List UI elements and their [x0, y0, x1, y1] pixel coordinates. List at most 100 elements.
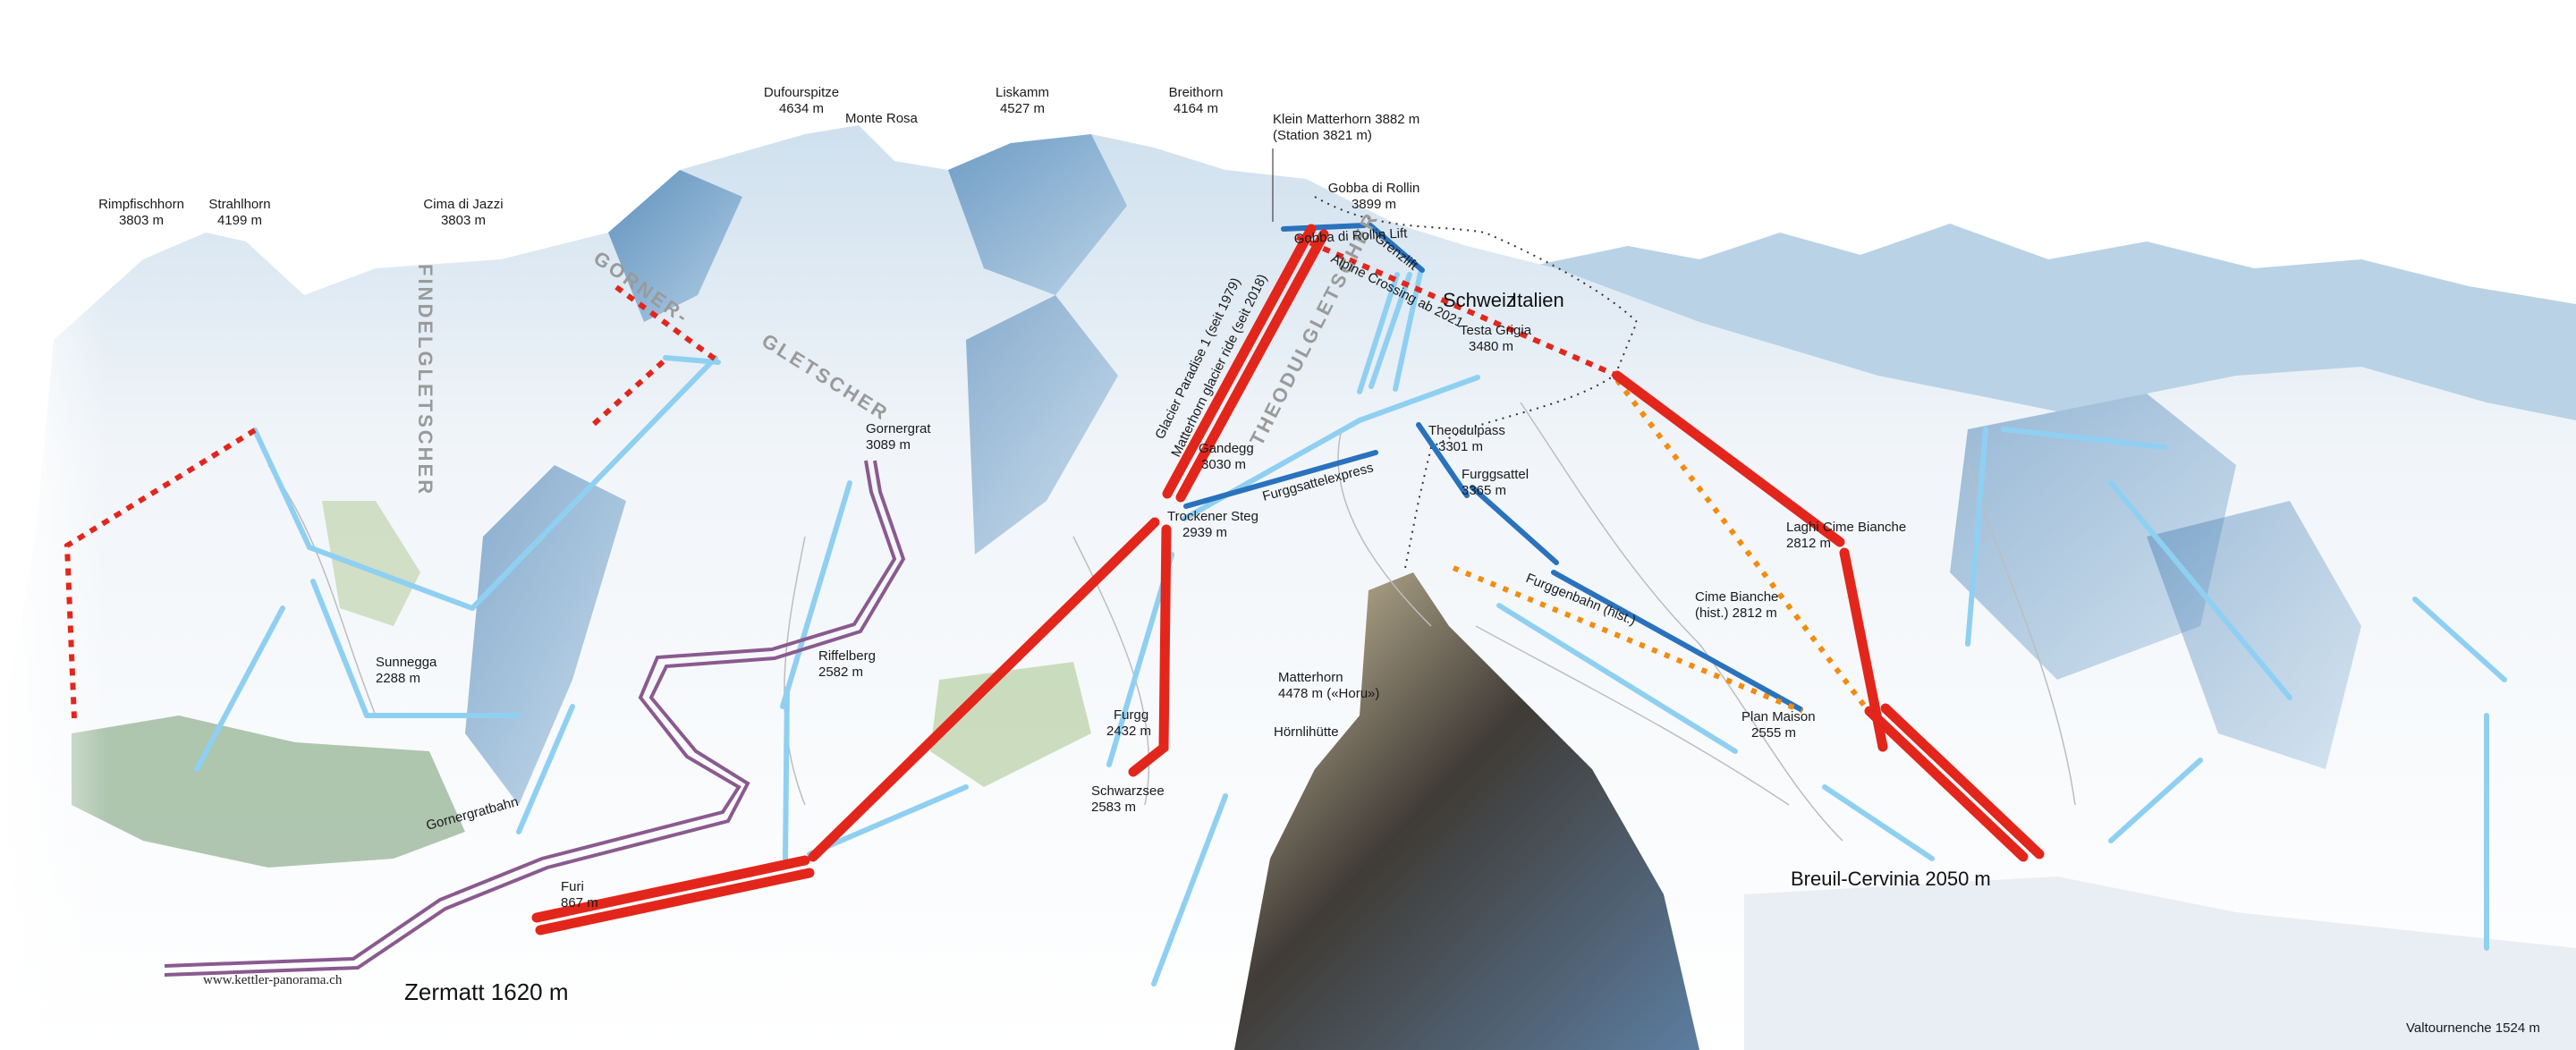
cable-car-plan-maison-cervinia-2[interactable] [1880, 703, 2045, 859]
cable-car-plan-maison-cervinia-1[interactable] [1864, 706, 2029, 862]
grenzlift[interactable] [1368, 223, 1425, 273]
peak-klein-matterhorn: Klein Matterhorn 3882 m(Station 3821 m) [1273, 112, 1419, 143]
chairlift[interactable] [2108, 758, 2203, 843]
national-border [1314, 196, 1639, 573]
gondola[interactable] [1551, 570, 1803, 712]
left-fade [0, 0, 107, 1050]
cable-car-zermatt-furi-2[interactable] [535, 868, 815, 936]
glacier-ride-line[interactable] [1175, 229, 1329, 503]
chairlift[interactable] [1151, 793, 1228, 986]
country-switzerland: Schweiz [1443, 289, 1516, 311]
country-italy: Italien [1512, 289, 1564, 311]
gobba-di-rollin-lift[interactable] [1281, 223, 1367, 232]
chairlift[interactable] [310, 579, 369, 718]
town-valtournenche[interactable]: Valtournenche 1524 m [2406, 1020, 2540, 1036]
chairlift[interactable] [2001, 427, 2167, 450]
dashed-lift-gorner-2[interactable] [591, 357, 668, 427]
alpine-crossing-line[interactable] [1295, 234, 1617, 377]
dashed-lift-west[interactable] [64, 428, 257, 719]
rock-band-1 [608, 170, 742, 322]
cable-car-zermatt-furi-1[interactable] [531, 855, 810, 923]
forest-zermatt [72, 716, 465, 868]
planned-lifts [64, 234, 1617, 719]
chairlift[interactable] [1357, 375, 1480, 423]
rock-band-6 [2147, 501, 2361, 769]
main-massif [0, 125, 2576, 1050]
rock-band-5 [1950, 394, 2236, 680]
chairlift[interactable] [194, 605, 285, 772]
gondolas [1183, 223, 1803, 712]
furggenbahn-hist-line[interactable] [1452, 565, 1804, 714]
station-cime-bianche[interactable]: Cime Bianche(hist.) 2812 m [1695, 589, 1778, 621]
chairlift[interactable] [1965, 427, 1988, 647]
meadow-2 [930, 662, 1091, 787]
chairlift[interactable] [1368, 272, 1412, 389]
chairlifts [194, 270, 2507, 986]
gornergratbahn-railway[interactable] [164, 460, 906, 977]
chairlift[interactable] [1182, 418, 1362, 521]
rock-band-3 [465, 465, 626, 805]
peak-monte-rosa: Monte Rosa [845, 111, 919, 126]
chairlift[interactable] [307, 545, 475, 611]
chairlift[interactable] [780, 480, 852, 709]
hoernlihuette-label: Hörnlihütte [1274, 724, 1339, 740]
chairlift[interactable] [252, 428, 312, 550]
chairlift[interactable] [807, 784, 969, 857]
valley-shadow-cervinia [1744, 876, 2576, 1050]
chairlift[interactable] [1393, 270, 1423, 392]
cable-car-furi-trockener-steg[interactable] [808, 517, 1160, 862]
rock-band-4 [966, 295, 1118, 555]
glacier-paradise-line[interactable] [1162, 224, 1317, 499]
gondola[interactable] [1470, 485, 1559, 565]
chairlift[interactable] [1496, 603, 1738, 754]
meadow-1 [322, 501, 420, 626]
matterhorn-shape [1234, 572, 1699, 1050]
cable-car-testa-grigia-laghi[interactable] [1612, 370, 1845, 547]
chairlift[interactable] [783, 686, 790, 861]
gondola[interactable] [1416, 422, 1470, 498]
cable-cars [531, 224, 2045, 936]
findelgletscher-label: FINDELGLETSCHER [414, 264, 436, 496]
town-zermatt[interactable]: Zermatt 1620 m [404, 978, 569, 1005]
chairlift[interactable] [1357, 272, 1400, 394]
chairlift[interactable] [1822, 784, 1935, 861]
credit-watermark: www.kettler-panorama.ch [203, 973, 343, 987]
chairlift[interactable] [470, 355, 718, 611]
chairlift[interactable] [516, 704, 575, 834]
cime-bianche-hist-line[interactable] [1614, 378, 1868, 708]
historic-lifts [1452, 378, 1868, 714]
chairlift[interactable] [2108, 480, 2292, 700]
town-breuil-cervinia[interactable]: Breuil-Cervinia 2050 m [1791, 868, 1991, 890]
piste-network [267, 402, 2076, 842]
cable-car-trockener-steg-schwarzsee[interactable] [1128, 524, 1172, 777]
furggsattelexpress-line[interactable] [1183, 450, 1378, 509]
chairlift[interactable] [2412, 597, 2507, 682]
gobba-di-rollin-lift-label: Gobba di Rollin Lift [1293, 225, 1408, 247]
dashed-lift-gorner[interactable] [614, 284, 720, 364]
chairlift[interactable] [663, 355, 721, 365]
